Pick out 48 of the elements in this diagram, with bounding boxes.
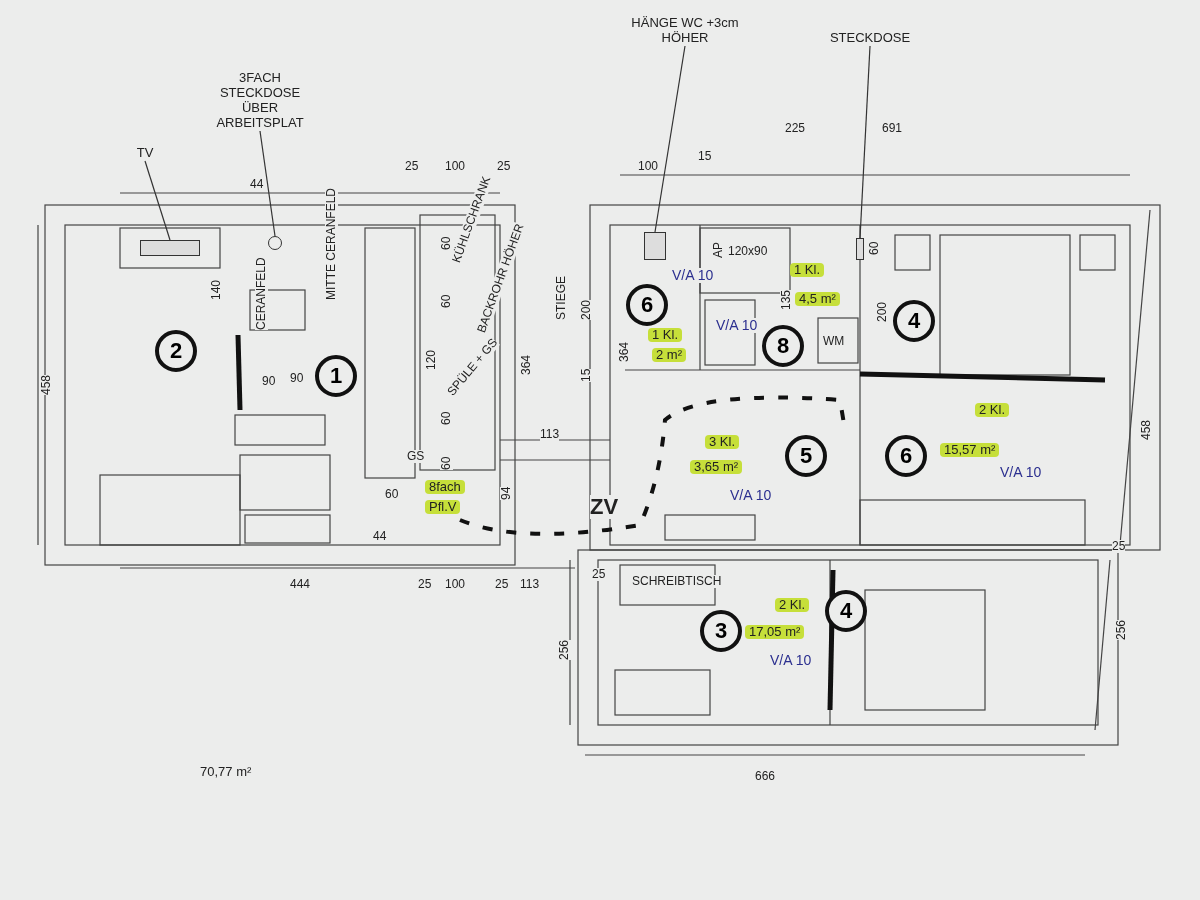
dimension-label: 256 [558, 639, 572, 660]
room-number: 8 [762, 325, 804, 367]
handwritten-note: V/A 10 [672, 268, 714, 284]
handwritten-note: V/A 10 [716, 318, 758, 334]
room-number: 1 [315, 355, 357, 397]
dimension-label: 15 [580, 368, 594, 382]
room-number: 5 [785, 435, 827, 477]
highlighted-note: Pfl.V [425, 500, 461, 515]
fixture-symbol [856, 238, 864, 260]
fixture-symbol [644, 232, 666, 260]
callout-text: TV [125, 145, 165, 160]
dimension-label: 25 [1112, 540, 1126, 554]
leader-line [859, 45, 871, 239]
highlighted-note: 2 Kl. [775, 598, 809, 613]
callout-text: HÄNGE WC +3cm HÖHER [615, 15, 755, 45]
handwritten-note: CERANFELD [255, 257, 269, 330]
handwritten-note: 70,77 m² [200, 765, 252, 780]
leader-line [654, 45, 686, 233]
highlighted-note: 2 m² [652, 348, 686, 363]
room-number: 6 [885, 435, 927, 477]
highlighted-note: 2 Kl. [975, 403, 1009, 418]
room-number: 2 [155, 330, 197, 372]
dimension-label: 200 [580, 299, 594, 320]
room-number: 6 [626, 284, 668, 326]
highlighted-note: 3,65 m² [690, 460, 743, 475]
highlighted-note: 3 Kl. [705, 435, 739, 450]
highlighted-note: 15,57 m² [940, 443, 1000, 458]
leader-line [259, 130, 276, 237]
highlighted-note: 1 Kl. [790, 263, 824, 278]
leader-line [144, 160, 171, 241]
highlighted-note: 1 Kl. [648, 328, 682, 343]
dimension-label: 135 [780, 289, 794, 310]
highlighted-note: 17,05 m² [745, 625, 805, 640]
handwritten-note: MITTE CERANFELD [325, 188, 339, 300]
dimension-label: 60 [440, 456, 454, 470]
handwritten-note: ZV [590, 495, 619, 520]
fixture-symbol [140, 240, 200, 256]
callout-text: STECKDOSE [820, 30, 920, 45]
room-number: 3 [700, 610, 742, 652]
dimension-label: 113 [540, 428, 560, 442]
room-number: 4 [893, 300, 935, 342]
highlighted-note: 8fach [425, 480, 465, 495]
room-number: 4 [825, 590, 867, 632]
dimension-label: 25 [592, 568, 606, 582]
dimension-label: SCHREIBTISCH [632, 575, 722, 589]
callout-text: 3FACH STECKDOSE ÜBER ARBEITSPLAT [205, 70, 315, 130]
highlighted-note: 4,5 m² [795, 292, 840, 307]
dimension-label: GS [407, 450, 425, 464]
